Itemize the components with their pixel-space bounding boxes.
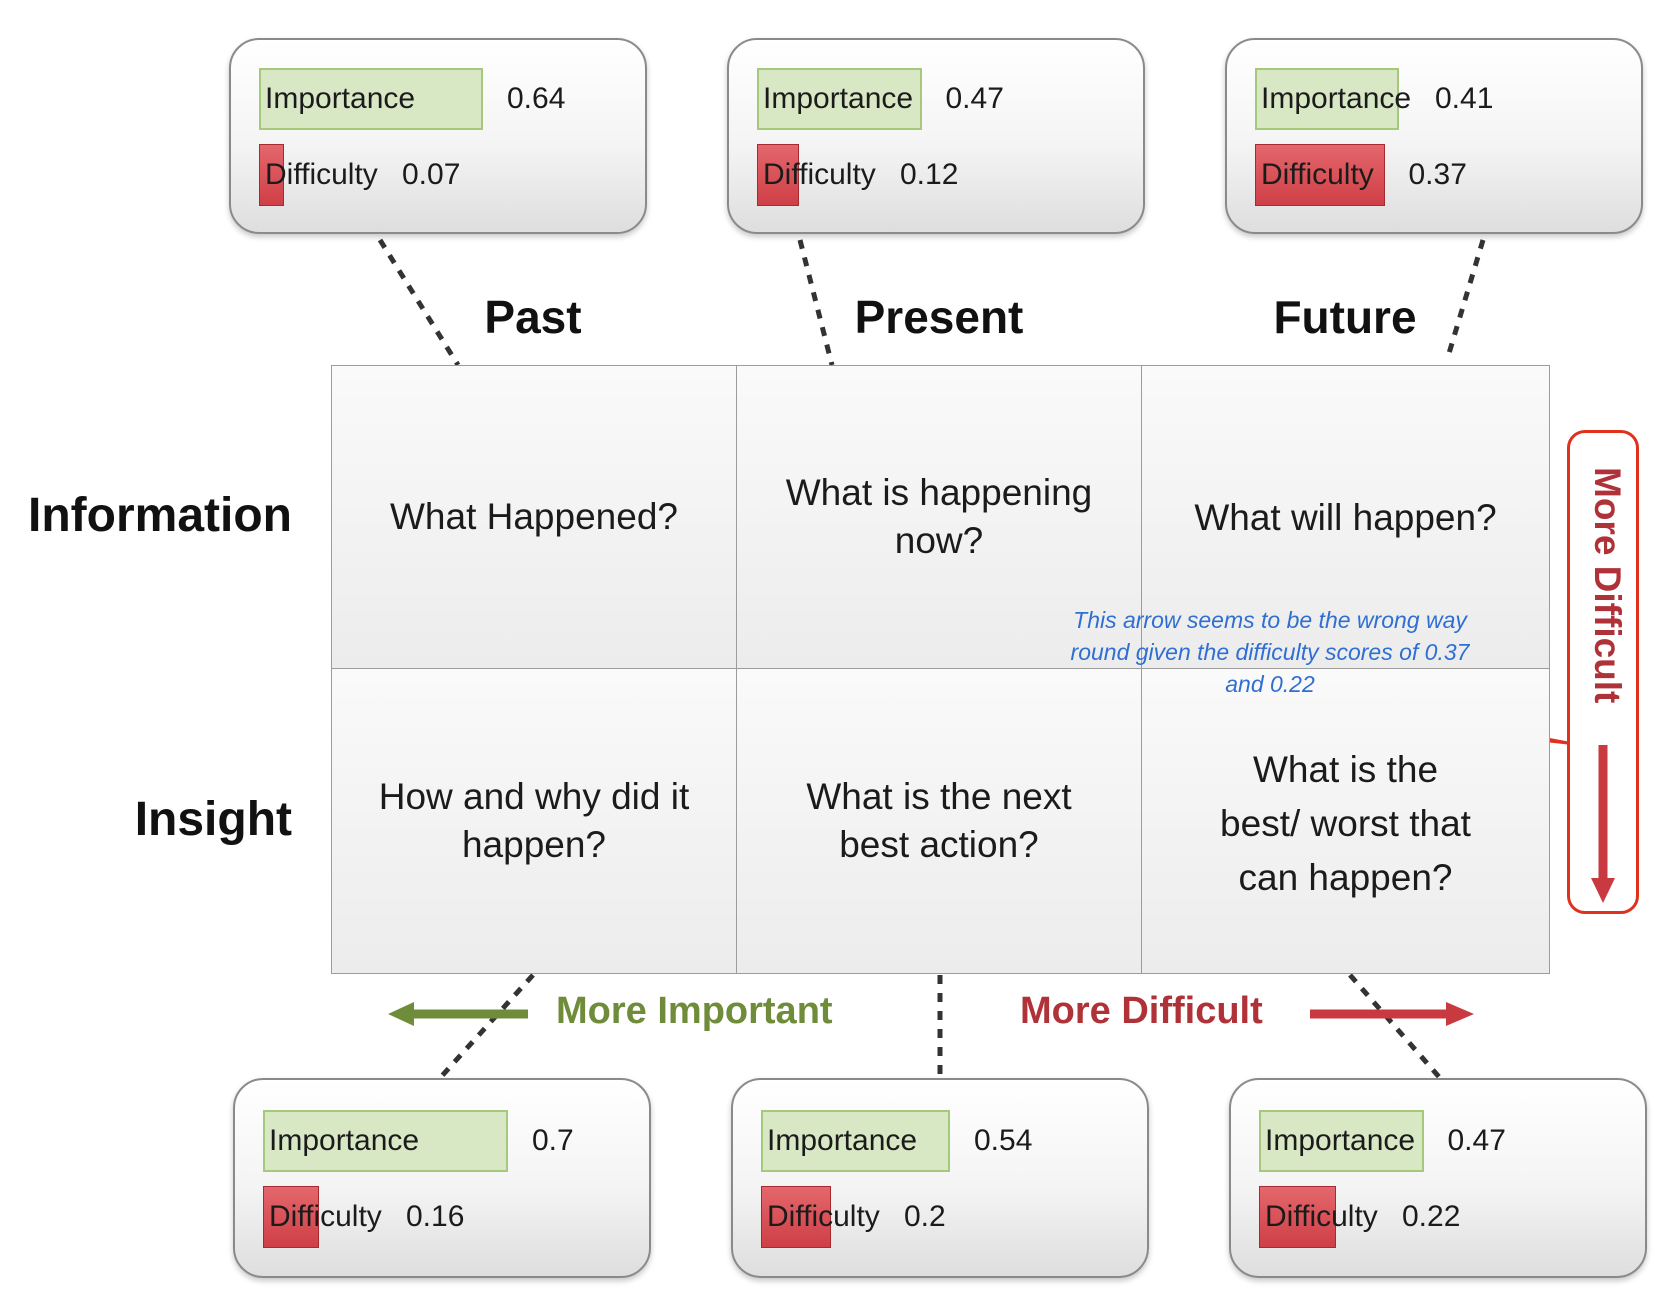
importance-bar: [1255, 68, 1399, 130]
column-header-future: Future: [1273, 291, 1417, 343]
importance-label: Importance: [1261, 82, 1412, 115]
score-box-future: Importance 0.41 Difficulty 0.37: [1225, 38, 1643, 234]
difficulty-value: 0.22: [1402, 1200, 1461, 1233]
importance-bar: [263, 1110, 508, 1172]
difficulty-bar: [263, 1186, 319, 1248]
column-header-past: Past: [484, 291, 582, 343]
importance-value: 0.64: [507, 82, 566, 115]
cell-insight-past: How and why did it happen?: [331, 668, 737, 974]
connector-past-top: [377, 238, 461, 367]
cell-information-past: What Happened?: [331, 365, 737, 669]
difficulty-bar: [757, 144, 799, 206]
importance-bar: [259, 68, 483, 130]
vertical-difficult-frame: [1567, 430, 1639, 914]
importance-bar: [1259, 1110, 1424, 1172]
score-box-past-insight: Importance 0.7 Difficulty 0.16: [233, 1078, 651, 1278]
difficulty-label: Difficulty: [767, 1200, 880, 1233]
importance-label: Importance: [767, 1124, 918, 1157]
importance-value: 0.47: [1447, 1124, 1506, 1157]
more-important-arrow: [388, 1002, 528, 1026]
difficulty-label: Difficulty: [1261, 158, 1374, 191]
importance-bar: [761, 1110, 950, 1172]
score-box-present-insight: Importance 0.54 Difficulty 0.2: [731, 1078, 1149, 1278]
vertical-difficult-arrow: [1591, 745, 1615, 903]
importance-value: 0.41: [1435, 82, 1494, 115]
difficulty-label: Difficulty: [265, 158, 378, 191]
difficulty-value: 0.16: [406, 1200, 465, 1233]
connector-future-bottom: [1348, 973, 1442, 1080]
difficulty-bar: [259, 144, 284, 206]
importance-label: Importance: [763, 82, 914, 115]
cell-information-present: What is happening now?: [736, 365, 1142, 669]
importance-bar: [757, 68, 922, 130]
difficulty-bar: [761, 1186, 831, 1248]
score-box-future-insight: Importance 0.47 Difficulty 0.22: [1229, 1078, 1647, 1278]
connector-present-top: [797, 239, 835, 366]
more-difficult-vertical-label: More Difficult: [1587, 466, 1628, 704]
importance-label: Importance: [265, 82, 416, 115]
row-header-information: Information: [28, 489, 292, 542]
more-important-label: More Important: [556, 990, 833, 1032]
cell-information-future: What will happen?: [1141, 365, 1550, 669]
difficulty-label: Difficulty: [269, 1200, 382, 1233]
importance-value: 0.7: [532, 1124, 574, 1157]
difficulty-label: Difficulty: [763, 158, 876, 191]
cell-insight-present: What is the next best action?: [736, 668, 1142, 974]
row-header-insight: Insight: [134, 793, 292, 846]
callout-text: This arrow seems to be the wrong way rou…: [1070, 607, 1470, 697]
importance-value: 0.54: [974, 1124, 1033, 1157]
difficulty-label: Difficulty: [1265, 1200, 1378, 1233]
difficulty-value: 0.2: [904, 1200, 946, 1233]
difficulty-bar: [1255, 144, 1385, 206]
connector-past-bottom: [438, 973, 535, 1080]
score-box-past: Importance 0.64 Difficulty 0.07: [229, 38, 647, 234]
column-header-present: Present: [854, 291, 1024, 343]
score-box-present: Importance 0.47 Difficulty 0.12: [727, 38, 1145, 234]
importance-label: Importance: [269, 1124, 420, 1157]
difficulty-value: 0.37: [1408, 158, 1467, 191]
more-difficult-label: More Difficult: [1020, 990, 1263, 1032]
difficulty-bar: [1259, 1186, 1336, 1248]
connector-future-top: [1444, 239, 1486, 361]
difficulty-value: 0.07: [402, 158, 461, 191]
difficulty-value: 0.12: [900, 158, 959, 191]
importance-value: 0.47: [945, 82, 1004, 115]
more-difficult-arrow: [1310, 1002, 1474, 1026]
cell-insight-future: What is the best/ worst that can happen?: [1141, 668, 1550, 974]
importance-label: Importance: [1265, 1124, 1416, 1157]
